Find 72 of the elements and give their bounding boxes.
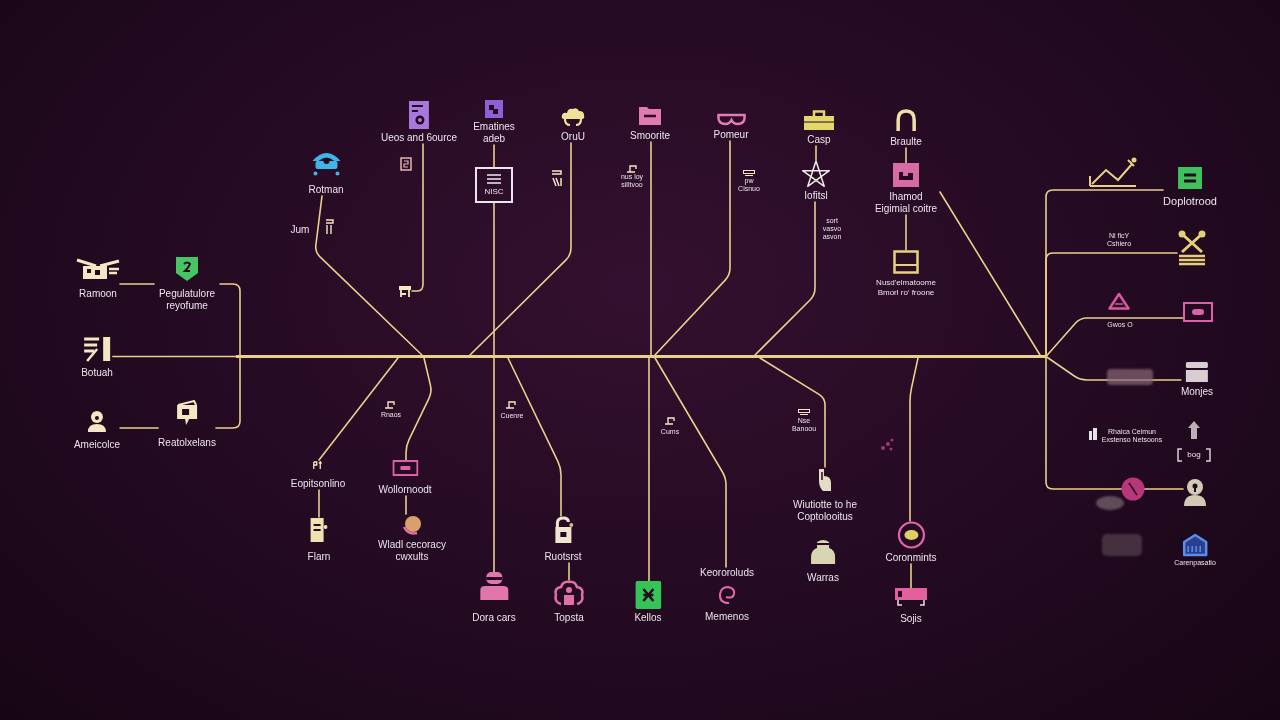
connector-line: [568, 562, 570, 581]
node-label: Memenos: [705, 611, 749, 623]
node-label: Ramoon: [79, 288, 117, 300]
labeled-box: [475, 167, 513, 203]
node-label: Casp: [807, 134, 831, 146]
connector-line: [754, 201, 816, 356]
connector-line: [119, 283, 155, 285]
node-label: OruU: [561, 131, 585, 143]
node-label: Flarn: [307, 551, 331, 563]
connector-line: [405, 357, 432, 461]
connector-line: [405, 495, 407, 515]
node-label: Warras: [807, 572, 839, 584]
connector-line: [909, 357, 919, 522]
note-text: bog: [1187, 450, 1201, 460]
connector-line: [905, 147, 907, 164]
connector-line: [507, 357, 562, 517]
connector-line: [493, 202, 495, 356]
connector-line: [650, 141, 652, 356]
node-label: Pegulatulore reyofume: [157, 288, 217, 312]
small-table-icon: [398, 284, 412, 298]
connector-line: [318, 489, 320, 518]
node-label: Ruotsrst: [544, 551, 582, 563]
node-label: Iofitsl: [804, 190, 828, 202]
node-label: Kellos: [634, 612, 662, 624]
node-label: Keororoluds: [700, 567, 754, 579]
node-label: Wiutiotte to he Coptolooitus: [792, 499, 858, 523]
connector-line: [905, 214, 907, 251]
node-label: NISC: [484, 187, 504, 196]
person-icon: [1183, 478, 1207, 506]
connector-line: [654, 140, 731, 356]
connector-line: [318, 357, 399, 461]
node-label: Sojis: [900, 613, 922, 625]
node-label: Rotman: [308, 184, 344, 196]
connector-line: [648, 357, 650, 582]
connector-line: [215, 357, 241, 429]
connector-line: [219, 283, 241, 356]
connector-line: [469, 142, 572, 356]
node-label: Doplotrood: [1163, 195, 1217, 208]
node-label: Pomeur: [713, 129, 749, 141]
node-label: Nusd'elmatoome Bmorl ro' froone: [875, 278, 937, 298]
node-label: Dora cars: [472, 612, 516, 624]
node-label: Reatolxelans: [158, 437, 216, 449]
connector-line: [1045, 252, 1178, 358]
note-text: Jum: [290, 224, 310, 236]
connector-line: [112, 355, 237, 358]
node-label: Botuah: [81, 367, 113, 379]
connector-line: [493, 357, 495, 573]
node-label: Ameicolce: [73, 439, 121, 451]
connector-line: [815, 145, 817, 161]
node-label: Wollornoodt: [378, 484, 432, 496]
node-label: Ematines adeb: [472, 121, 516, 145]
node-label: Coronmints: [885, 552, 937, 564]
node-label: Ueos and 6ource: [380, 132, 458, 144]
node-label: Topsta: [554, 612, 584, 624]
node-label: Monjes: [1180, 386, 1214, 398]
connector-line: [119, 427, 159, 429]
node-label: Braulte: [890, 136, 922, 148]
node-label: Smoorite: [630, 130, 670, 142]
card-icon: [1183, 302, 1213, 322]
node-label: Eopitsonlino: [290, 478, 346, 490]
trunk-line: [236, 355, 1046, 358]
connector-line: [654, 357, 727, 568]
crossed-tools-icon: [1177, 230, 1207, 266]
connector-line: [314, 195, 423, 356]
connector-line: [759, 357, 826, 468]
connector-line: [1045, 355, 1184, 490]
connector-line: [1045, 317, 1184, 358]
node-label: Wladl cecoracy cwxults: [377, 539, 447, 563]
connector-line: [939, 191, 1041, 356]
node-label: Ihamod Eigimial coitre: [873, 191, 939, 215]
connector-line: [910, 563, 912, 589]
connector-line: [493, 144, 495, 168]
